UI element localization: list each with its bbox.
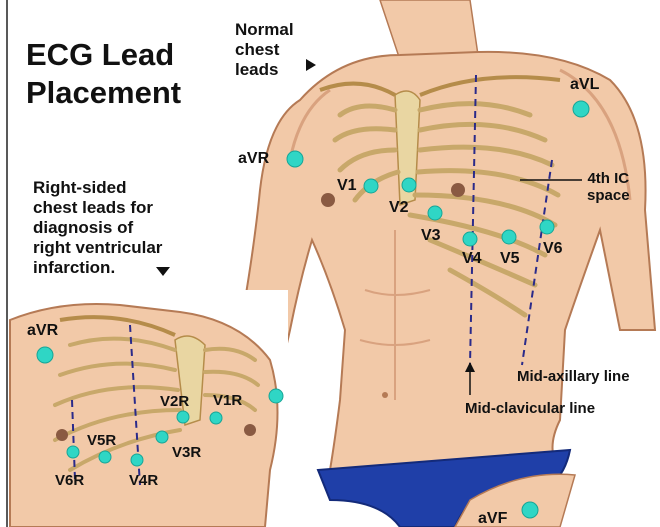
electrode-v3 — [428, 206, 442, 220]
mid-clavicular-label: Mid-clavicular line — [465, 400, 595, 417]
mid-axillary-label: Mid-axillary line — [517, 368, 630, 385]
normal-chest-leads-label: Normal chest leads — [235, 20, 294, 80]
electrode-avf — [522, 502, 538, 518]
label-avf: aVF — [478, 510, 507, 527]
label-v2r: V2R — [160, 393, 189, 410]
ic-space-label: 4th IC space — [587, 170, 630, 204]
label-v6r: V6R — [55, 472, 84, 489]
electrode-v2r — [177, 411, 189, 423]
diagram-title: ECG Lead Placement — [26, 36, 181, 112]
label-v2: V2 — [389, 199, 409, 217]
normal-leads-arrow — [306, 59, 316, 71]
electrode-v1r-side — [269, 389, 283, 403]
label-avl: aVL — [570, 76, 599, 94]
label-v5: V5 — [500, 250, 520, 268]
label-v6: V6 — [543, 240, 563, 258]
electrode-avr — [287, 151, 303, 167]
electrode-v4r — [131, 454, 143, 466]
label-v1: V1 — [337, 177, 357, 195]
label-v5r: V5R — [87, 432, 116, 449]
label-v4r: V4R — [129, 472, 158, 489]
electrode-v1r — [210, 412, 222, 424]
label-v4: V4 — [462, 250, 482, 268]
electrode-v6 — [540, 220, 554, 234]
electrode-v3r — [156, 431, 168, 443]
electrode-right-avr — [37, 347, 53, 363]
label-v3: V3 — [421, 227, 441, 245]
label-v1r: V1R — [213, 392, 242, 409]
electrode-v5 — [502, 230, 516, 244]
electrode-v2 — [402, 178, 416, 192]
electrode-avl — [573, 101, 589, 117]
label-right-avr: aVR — [27, 322, 58, 340]
electrode-v4 — [463, 232, 477, 246]
label-avr: aVR — [238, 150, 269, 168]
label-v3r: V3R — [172, 444, 201, 461]
electrode-v6r — [67, 446, 79, 458]
right-sided-leads-label: Right-sided chest leads for diagnosis of… — [33, 178, 162, 278]
electrode-v5r — [99, 451, 111, 463]
electrode-v1 — [364, 179, 378, 193]
